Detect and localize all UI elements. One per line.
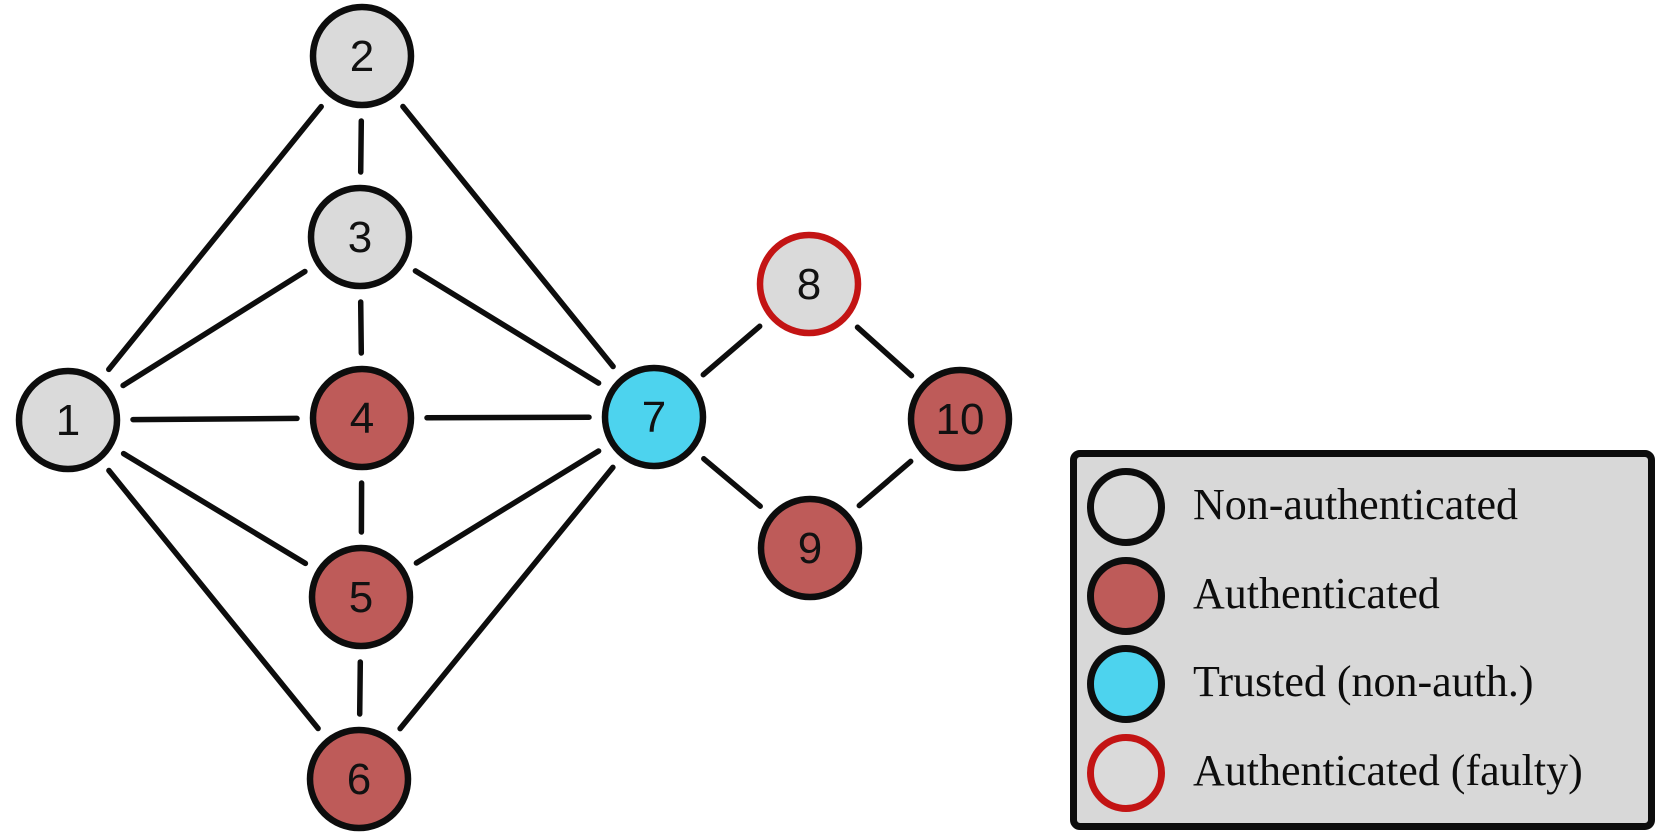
node-1-label: 1 bbox=[56, 396, 80, 445]
edge-4-7 bbox=[424, 414, 592, 421]
edge-7-8 bbox=[700, 323, 763, 378]
edge-1-6 bbox=[106, 467, 321, 732]
legend-label: Trusted (non-auth.) bbox=[1193, 657, 1534, 707]
edge-9-10 bbox=[856, 458, 914, 509]
node-5-circle bbox=[308, 544, 414, 650]
node-3-label: 3 bbox=[348, 213, 372, 262]
node-5-label: 5 bbox=[349, 573, 373, 622]
node-7-circle bbox=[601, 364, 707, 470]
edge-7-9 bbox=[701, 456, 763, 509]
legend-label: Authenticated bbox=[1193, 568, 1440, 618]
node-4-label: 4 bbox=[350, 394, 374, 443]
authenticated-faulty-marker-icon bbox=[1087, 733, 1165, 812]
edge-1-3 bbox=[120, 268, 308, 389]
legend: Non-authenticated Authenticated Trusted … bbox=[1070, 450, 1655, 830]
node-6-circle bbox=[306, 726, 412, 832]
trusted-marker-icon bbox=[1087, 645, 1165, 724]
node-8-label: 8 bbox=[797, 260, 821, 309]
legend-row-authenticated-faulty: Authenticated (faulty) bbox=[1077, 729, 1648, 817]
authenticated-marker-icon bbox=[1087, 556, 1165, 635]
node-4-circle bbox=[309, 365, 415, 471]
node-10-label: 10 bbox=[936, 395, 985, 444]
legend-row-non-authenticated: Non-authenticated bbox=[1077, 463, 1648, 551]
node-9-circle bbox=[757, 495, 863, 601]
legend-label: Authenticated (faulty) bbox=[1193, 745, 1583, 795]
legend-label: Non-authenticated bbox=[1193, 480, 1518, 530]
node-8-circle bbox=[756, 231, 862, 337]
node-6-label: 6 bbox=[347, 755, 371, 804]
edge-3-4 bbox=[357, 299, 365, 356]
node-10-circle bbox=[907, 366, 1013, 472]
node-2-circle bbox=[309, 3, 415, 109]
edge-8-10 bbox=[854, 324, 915, 379]
node-2-label: 2 bbox=[350, 32, 374, 81]
legend-row-trusted: Trusted (non-auth.) bbox=[1077, 640, 1648, 728]
node-1-circle bbox=[15, 367, 121, 473]
edge-3-7 bbox=[412, 268, 602, 386]
non-authenticated-marker-icon bbox=[1087, 468, 1165, 547]
edge-5-6 bbox=[356, 659, 364, 717]
edge-2-7 bbox=[400, 103, 616, 370]
node-7-label: 7 bbox=[642, 393, 666, 442]
edge-2-3 bbox=[357, 118, 365, 175]
edge-1-5 bbox=[120, 450, 309, 567]
edge-1-2 bbox=[106, 103, 324, 373]
node-9-label: 9 bbox=[798, 524, 822, 573]
legend-row-authenticated: Authenticated bbox=[1077, 552, 1648, 640]
node-3-circle bbox=[307, 184, 413, 290]
edge-5-7 bbox=[413, 448, 602, 566]
edge-1-4 bbox=[130, 415, 300, 423]
edge-6-7 bbox=[397, 464, 616, 732]
